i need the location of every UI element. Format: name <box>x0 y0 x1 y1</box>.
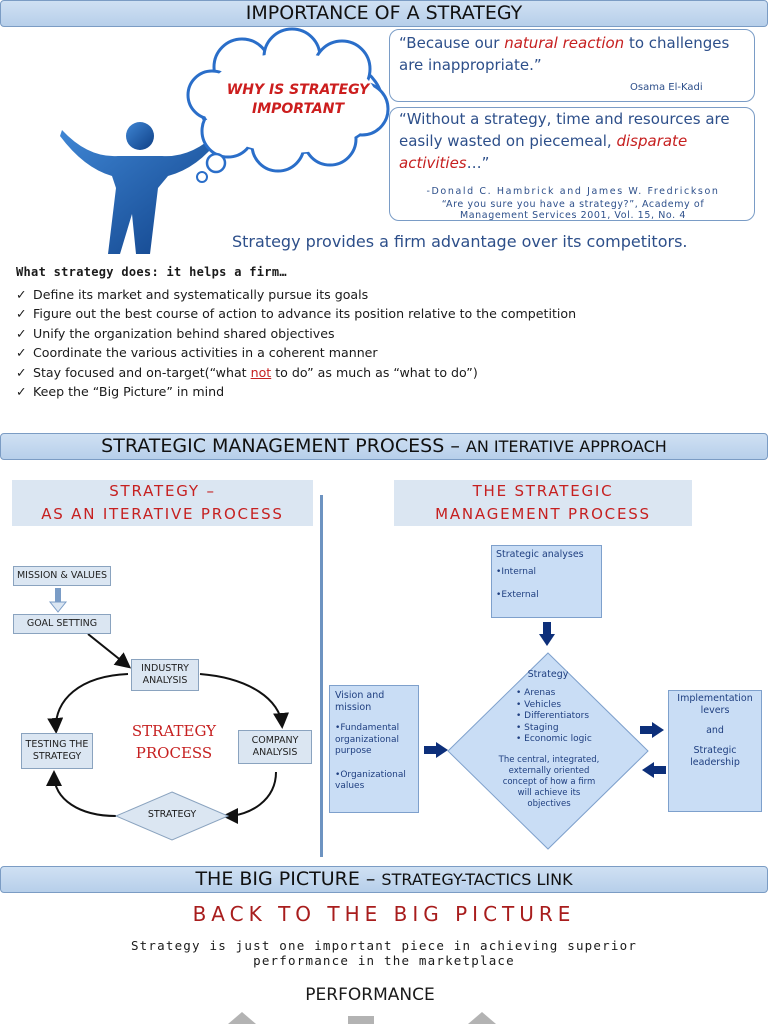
left-panel-title: STRATEGY – AS AN ITERATIVE PROCESS <box>12 480 313 526</box>
flow-industry-analysis: INDUSTRY ANALYSIS <box>131 659 199 691</box>
does-list: ✓Define its market and systematically pu… <box>16 285 576 401</box>
flow-mission-values: MISSION & VALUES <box>13 566 111 586</box>
quote-1-author: Osama El-Kadi <box>630 82 703 93</box>
quote-2-author: -Donald C. Hambrick and James W. Fredric… <box>426 186 720 197</box>
smp-strategy-desc: The central, integrated, externally orie… <box>498 755 600 809</box>
quote-box-2: “Without a strategy, time and resources … <box>389 107 755 221</box>
list-item: ✓Coordinate the various activities in a … <box>16 343 576 362</box>
check-icon: ✓ <box>16 345 27 361</box>
list-item: • Vehicles <box>516 699 562 710</box>
list-item: ✓Keep the “Big Picture” in mind <box>16 382 576 401</box>
back-to-big-picture-title: BACK TO THE BIG PICTURE <box>192 902 576 926</box>
banner-strategic-management: STRATEGIC MANAGEMENT PROCESS – AN ITERAT… <box>0 433 768 460</box>
arrow-down-icon <box>539 622 555 646</box>
quote-1-text: “Because our natural reaction to challen… <box>399 34 730 74</box>
smp-strategy-title: Strategy <box>527 669 569 680</box>
person-figure-icon <box>60 122 220 254</box>
banner-title: IMPORTANCE OF A STRATEGY <box>245 2 523 24</box>
quote-2-text: “Without a strategy, time and resources … <box>399 110 730 172</box>
flow-strategy-diamond <box>114 791 230 841</box>
flow-testing-strategy: TESTING THE STRATEGY <box>21 733 93 769</box>
list-item: • Differentiators <box>516 711 590 721</box>
cloud-label: WHY IS STRATEGY IMPORTANT <box>226 82 370 117</box>
check-icon: ✓ <box>16 287 27 302</box>
does-title: What strategy does: it helps a firm… <box>16 265 287 279</box>
flow-company-analysis: COMPANY ANALYSIS <box>238 730 312 764</box>
tagline: Strategy provides a firm advantage over … <box>232 232 688 251</box>
list-item: ✓Figure out the best course of action to… <box>16 304 576 323</box>
check-icon: ✓ <box>16 325 27 341</box>
arrow-right-icon <box>640 722 664 738</box>
quote-box-1: “Because our natural reaction to challen… <box>389 29 755 102</box>
flow-strategy-label: STRATEGY <box>147 809 197 820</box>
thought-cloud-icon <box>186 27 390 183</box>
list-item: ✓Unify the organization behind shared ob… <box>16 324 576 343</box>
vertical-divider <box>320 495 323 857</box>
check-icon: ✓ <box>16 306 27 322</box>
smp-vision-mission: Vision and mission Fundamental organizat… <box>329 685 419 813</box>
smp-strategy-diamond <box>447 652 649 850</box>
banner-big-picture: THE BIG PICTURE – STRATEGY-TACTICS LINK <box>0 866 768 893</box>
banner-importance: IMPORTANCE OF A STRATEGY <box>0 0 768 27</box>
big-picture-text: Strategy is just one important piece in … <box>130 938 638 968</box>
list-item: • Economic logic <box>516 734 592 744</box>
list-item: • Arenas <box>516 688 556 698</box>
quote-2-source-1: “Are you sure you have a strategy?”, Aca… <box>441 199 705 210</box>
list-item: • Staging <box>516 722 559 733</box>
strategy-process-title: STRATEGY PROCESS <box>131 722 217 762</box>
check-icon: ✓ <box>16 364 27 380</box>
iterative-flow-lines <box>46 588 290 824</box>
smp-implementation: Implementation levers and Strategic lead… <box>668 690 762 812</box>
arrow-right-icon <box>424 742 448 758</box>
quote-2-source-2: Management Services 2001, Vol. 15, No. 4 <box>459 210 687 221</box>
check-icon: ✓ <box>16 384 27 400</box>
right-panel-title: THE STRATEGIC MANAGEMENT PROCESS <box>394 480 692 526</box>
smp-strategic-analyses: Strategic analyses Internal External <box>491 545 602 618</box>
pyramid-tops-icon <box>228 1012 496 1024</box>
flow-goal-setting: GOAL SETTING <box>13 614 111 634</box>
smp-strategy-items: • Arenas • Vehicles • Differentiators • … <box>516 688 592 746</box>
performance-label: PERFORMANCE <box>305 985 435 1005</box>
list-item: ✓Define its market and systematically pu… <box>16 285 576 304</box>
list-item: ✓Stay focused and on-target(“what not to… <box>16 363 576 382</box>
arrow-left-icon <box>642 762 666 778</box>
